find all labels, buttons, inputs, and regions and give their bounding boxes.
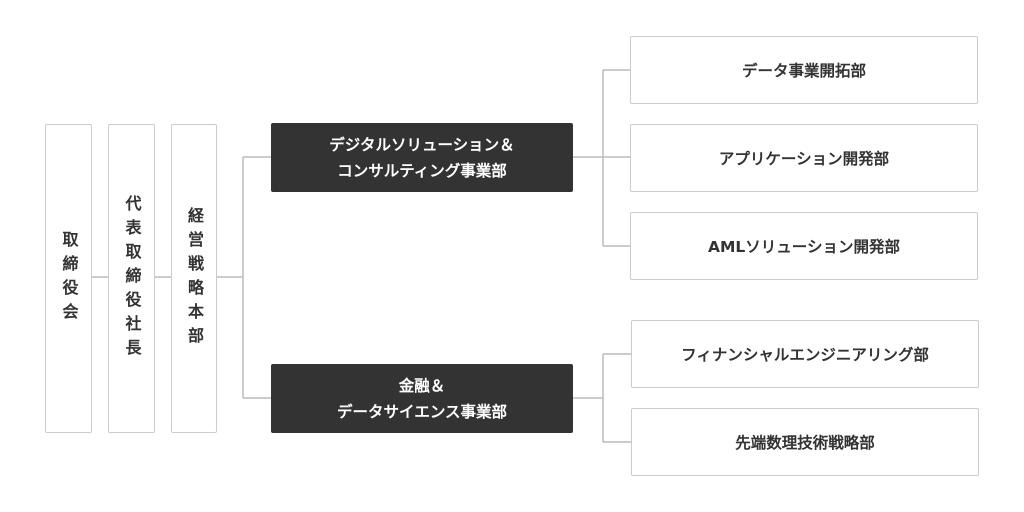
strategy-hq-label: 経営戦略本部 [185,206,204,351]
division-finance-datascience-line-1: 金融＆ [398,376,446,395]
president-box: 代表取締役社長 [108,124,155,433]
division-digital-consulting-line-1: デジタルソリューション＆ [329,135,515,154]
board-box: 取締役会 [45,124,92,433]
dept-financial-engineering: フィナンシャルエンジニアリング部 [631,320,979,388]
dept-data-business-development: データ事業開拓部 [630,36,978,104]
division-finance-datascience: 金融＆ データサイエンス事業部 [271,364,573,433]
dept-advanced-math-strategy: 先端数理技術戦略部 [631,408,979,476]
dept-aml-solution-development-label: AMLソリューション開発部 [708,238,900,256]
board-label: 取締役会 [59,230,79,327]
dept-advanced-math-strategy-label: 先端数理技術戦略部 [735,434,875,452]
strategy-hq-box: 経営戦略本部 [171,124,217,433]
dept-aml-solution-development: AMLソリューション開発部 [630,212,978,280]
dept-data-business-development-label: データ事業開拓部 [741,62,866,80]
dept-financial-engineering-label: フィナンシャルエンジニアリング部 [681,346,929,364]
president-label: 代表取締役社長 [122,194,142,363]
dept-application-development: アプリケーション開発部 [630,124,978,192]
division-digital-consulting: デジタルソリューション＆ コンサルティング事業部 [271,123,573,192]
division-digital-consulting-line-2: コンサルティング事業部 [337,161,507,180]
dept-application-development-label: アプリケーション開発部 [718,150,890,168]
division-finance-datascience-line-2: データサイエンス事業部 [336,402,508,421]
